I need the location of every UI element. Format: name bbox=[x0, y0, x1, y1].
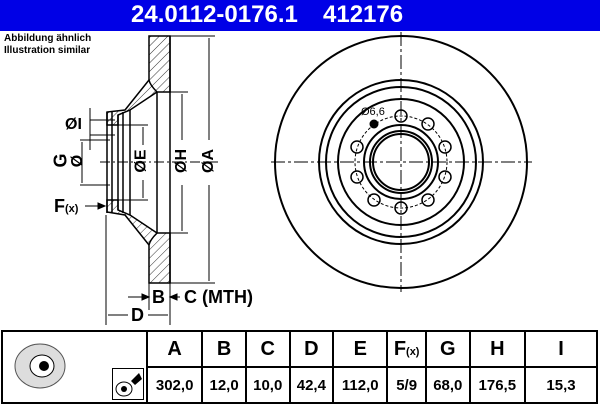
value-c: 10,0 bbox=[244, 366, 291, 404]
technical-drawing bbox=[80, 32, 532, 325]
label-hole-dia: Ø6,6 bbox=[361, 106, 385, 118]
label-f-letter: F bbox=[54, 196, 65, 216]
header-a: A bbox=[145, 330, 204, 368]
side-profile bbox=[80, 35, 220, 325]
header-h: H bbox=[468, 330, 527, 368]
part-number: 24.0112-0176.1 bbox=[131, 1, 298, 28]
value-f: 5/9 bbox=[386, 366, 427, 404]
note-english: Illustration similar bbox=[4, 45, 91, 56]
header-f-sub: (x) bbox=[406, 345, 420, 358]
value-i: 15,3 bbox=[524, 366, 598, 404]
article-code: 412176 bbox=[323, 1, 404, 28]
front-view bbox=[271, 32, 532, 292]
label-dia-h: ØH bbox=[173, 149, 190, 173]
header-f: F(x) bbox=[386, 330, 427, 368]
label-d: D bbox=[131, 305, 144, 325]
header-c: C bbox=[244, 330, 291, 368]
label-dia-i: ØI bbox=[65, 116, 82, 133]
note-german: Abbildung ähnlich bbox=[4, 33, 92, 44]
value-h: 176,5 bbox=[468, 366, 527, 404]
value-e: 112,0 bbox=[332, 366, 389, 404]
header-g: G bbox=[425, 330, 471, 368]
brake-disc-icon bbox=[14, 343, 65, 389]
value-a: 302,0 bbox=[145, 366, 204, 404]
label-f: F(x) bbox=[54, 196, 78, 217]
label-c-mth: C (MTH) bbox=[184, 287, 253, 307]
header-b: B bbox=[201, 330, 247, 368]
spec-header-row: A B C D E F(x) G H I bbox=[1, 330, 598, 404]
header-e: E bbox=[332, 330, 389, 368]
header-i: I bbox=[524, 330, 598, 368]
header-d: D bbox=[288, 330, 335, 368]
spray-paint-icon bbox=[112, 368, 144, 400]
value-g: 68,0 bbox=[425, 366, 471, 404]
label-dia-a: ØA bbox=[200, 149, 217, 173]
label-b: B bbox=[152, 287, 165, 307]
illustration-note: Abbildung ähnlich Illustration similar bbox=[4, 33, 91, 57]
title-bar: 24.0112-0176.1 412176 bbox=[0, 0, 600, 31]
label-g-dia: Ø bbox=[69, 154, 87, 168]
value-b: 12,0 bbox=[201, 366, 247, 404]
label-f-sub: (x) bbox=[65, 203, 79, 215]
value-d: 42,4 bbox=[288, 366, 335, 404]
label-dia-e: ØE bbox=[132, 149, 150, 173]
spec-value-row: 302,0 12,0 10,0 42,4 112,0 5/9 68,0 176,… bbox=[2, 366, 598, 404]
header-f-letter: F bbox=[393, 337, 407, 360]
spec-table: A B C D E F(x) G H I 302,0 12,0 10,0 42,… bbox=[1, 330, 598, 404]
icon-cell bbox=[1, 330, 148, 404]
